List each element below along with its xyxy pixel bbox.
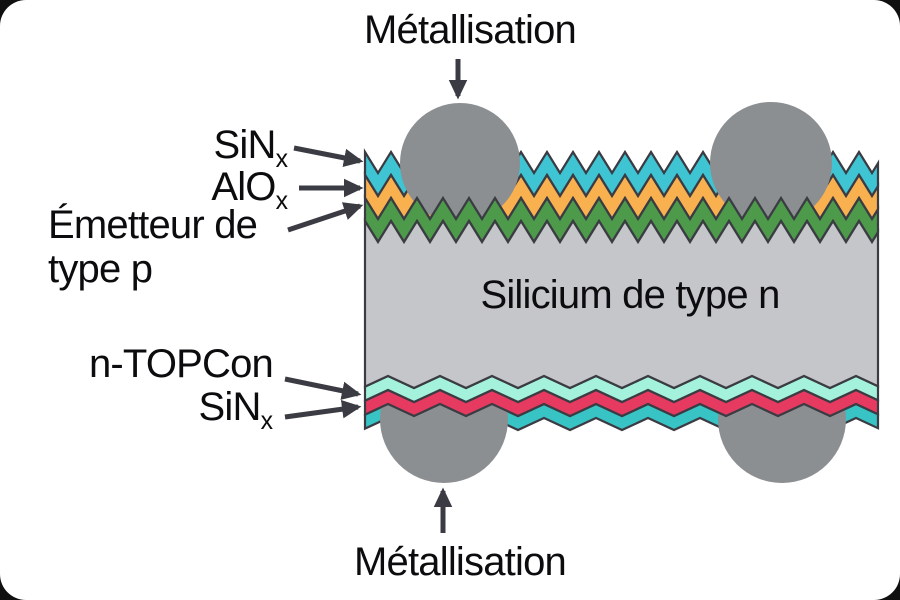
label-alox-subscript: x <box>275 188 288 215</box>
label-sinx-rear: SiNx <box>198 385 273 434</box>
label-silicon-body: Silicium de type n <box>480 273 780 317</box>
label-sinx-rear-text: SiN <box>198 385 262 429</box>
arrow-p-emitter <box>287 202 364 233</box>
label-sinx-front: SiNx <box>213 123 288 172</box>
arrow-sinx-rear <box>284 400 362 420</box>
layer-stack <box>363 102 880 483</box>
label-ntopcon: n-TOPCon <box>88 342 274 386</box>
metal-contact-top-left <box>400 103 520 223</box>
metal-contact-top-right <box>710 102 832 224</box>
annotation-arrows <box>284 59 468 533</box>
label-alox-text: AlO <box>211 165 276 209</box>
label-p-emitter-line1: Émetteur de <box>48 203 258 247</box>
label-sinx-front-subscript: x <box>275 146 288 173</box>
arrow-sinx-front <box>293 145 364 167</box>
label-metallization-bottom: Métallisation <box>354 540 567 584</box>
label-alox: AlOx <box>211 165 288 214</box>
label-sinx-rear-subscript: x <box>260 408 273 435</box>
label-metallization-top: Métallisation <box>364 8 577 52</box>
layer-n-silicon-body <box>363 217 880 390</box>
label-p-emitter-line2: type p <box>48 247 153 291</box>
label-sinx-front-text: SiN <box>213 123 277 167</box>
arrow-ntopcon <box>284 376 362 400</box>
